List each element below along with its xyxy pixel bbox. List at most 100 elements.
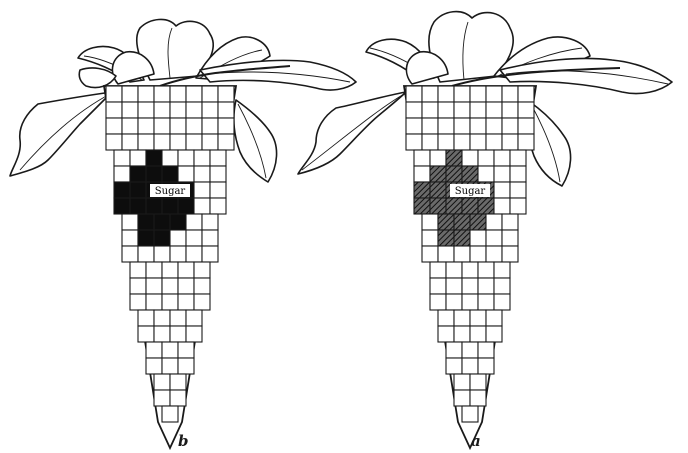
grid-cell: [486, 86, 502, 102]
grid-cell: [162, 342, 178, 358]
grid-cell: [194, 150, 210, 166]
grid-cell: [454, 246, 470, 262]
grid-cell: [470, 390, 486, 406]
sugar-label: Sugar: [155, 186, 186, 197]
grid-cell: [422, 246, 438, 262]
sugar-cell: [154, 214, 170, 230]
sugar-cell: [130, 166, 146, 182]
grid-cell: [130, 262, 146, 278]
grid-cell: [218, 134, 234, 150]
grid-cell: [478, 262, 494, 278]
grid-cell: [106, 86, 122, 102]
grid-cell: [194, 278, 210, 294]
sugar-cell: [162, 166, 178, 182]
grid-cell: [470, 326, 486, 342]
grid-cell: [462, 406, 478, 422]
grid-cell: [154, 102, 170, 118]
grid-cell: [122, 246, 138, 262]
grid-cell: [494, 278, 510, 294]
sugar-cell: [178, 198, 194, 214]
grid-cell: [510, 150, 526, 166]
grid-cell: [478, 150, 494, 166]
grid-cell: [454, 310, 470, 326]
grid-cell: [146, 294, 162, 310]
grid-cell: [178, 294, 194, 310]
grid-cell: [454, 118, 470, 134]
grid-cell: [162, 150, 178, 166]
grid-cell: [130, 150, 146, 166]
sugar-cell: [430, 182, 446, 198]
grid-cell: [154, 86, 170, 102]
grid-cell: [438, 86, 454, 102]
grid-cell: [470, 86, 486, 102]
grid-cell: [138, 86, 154, 102]
grid-cell: [154, 390, 170, 406]
grid-cell: [446, 358, 462, 374]
grid-cell: [494, 166, 510, 182]
grid-cell: [154, 374, 170, 390]
grid-cell: [446, 294, 462, 310]
grid-cell: [430, 294, 446, 310]
grid-cell: [186, 134, 202, 150]
grid-cell: [470, 310, 486, 326]
grid-cell: [438, 118, 454, 134]
grid-cell: [406, 102, 422, 118]
grid-cell: [162, 294, 178, 310]
grid-cell: [170, 230, 186, 246]
grid-cell: [138, 246, 154, 262]
grid-cell: [162, 358, 178, 374]
grid-cell: [502, 102, 518, 118]
sugar-cell: [130, 198, 146, 214]
grid-cell: [406, 118, 422, 134]
grid-cell: [462, 262, 478, 278]
sugar-cell: [146, 198, 162, 214]
grid-cell: [210, 150, 226, 166]
grid-cell: [218, 102, 234, 118]
grid-cell: [178, 150, 194, 166]
sugar-cell: [170, 214, 186, 230]
grid-cell: [146, 262, 162, 278]
sugar-cell: [414, 198, 430, 214]
grid-cell: [486, 326, 502, 342]
grid-cell: [138, 310, 154, 326]
grid-cell: [454, 134, 470, 150]
sugar-cell: [138, 230, 154, 246]
grid-cell: [414, 150, 430, 166]
grid-cell: [454, 102, 470, 118]
grid-cell: [494, 294, 510, 310]
grid-cell: [518, 102, 534, 118]
grid-cell: [122, 230, 138, 246]
grid-cell: [154, 118, 170, 134]
sugar-cell: [454, 230, 470, 246]
grid-cell: [462, 342, 478, 358]
sugar-cell: [114, 198, 130, 214]
grid-cell: [518, 134, 534, 150]
grid-cell: [146, 278, 162, 294]
grid-cell: [486, 118, 502, 134]
sugar-cell: [162, 198, 178, 214]
sugar-cell: [130, 182, 146, 198]
grid-cell: [454, 374, 470, 390]
sugar-cell: [430, 166, 446, 182]
grid-cell: [430, 150, 446, 166]
grid-cell: [154, 326, 170, 342]
grid-cell: [122, 134, 138, 150]
grid-cell: [422, 118, 438, 134]
sugar-cell: [438, 230, 454, 246]
grid-cell: [438, 102, 454, 118]
grid-cell: [138, 118, 154, 134]
grid-cell: [218, 86, 234, 102]
grid-cell: [446, 262, 462, 278]
grid-cell: [422, 134, 438, 150]
grid-cell: [202, 118, 218, 134]
grid-cell: [194, 262, 210, 278]
sugar-cell: [454, 214, 470, 230]
grid-cell: [454, 86, 470, 102]
sugar-cell: [414, 182, 430, 198]
grid-cell: [202, 214, 218, 230]
grid-cell: [454, 326, 470, 342]
grid-cell: [446, 278, 462, 294]
grid-cell: [154, 310, 170, 326]
sugar-cell: [154, 230, 170, 246]
